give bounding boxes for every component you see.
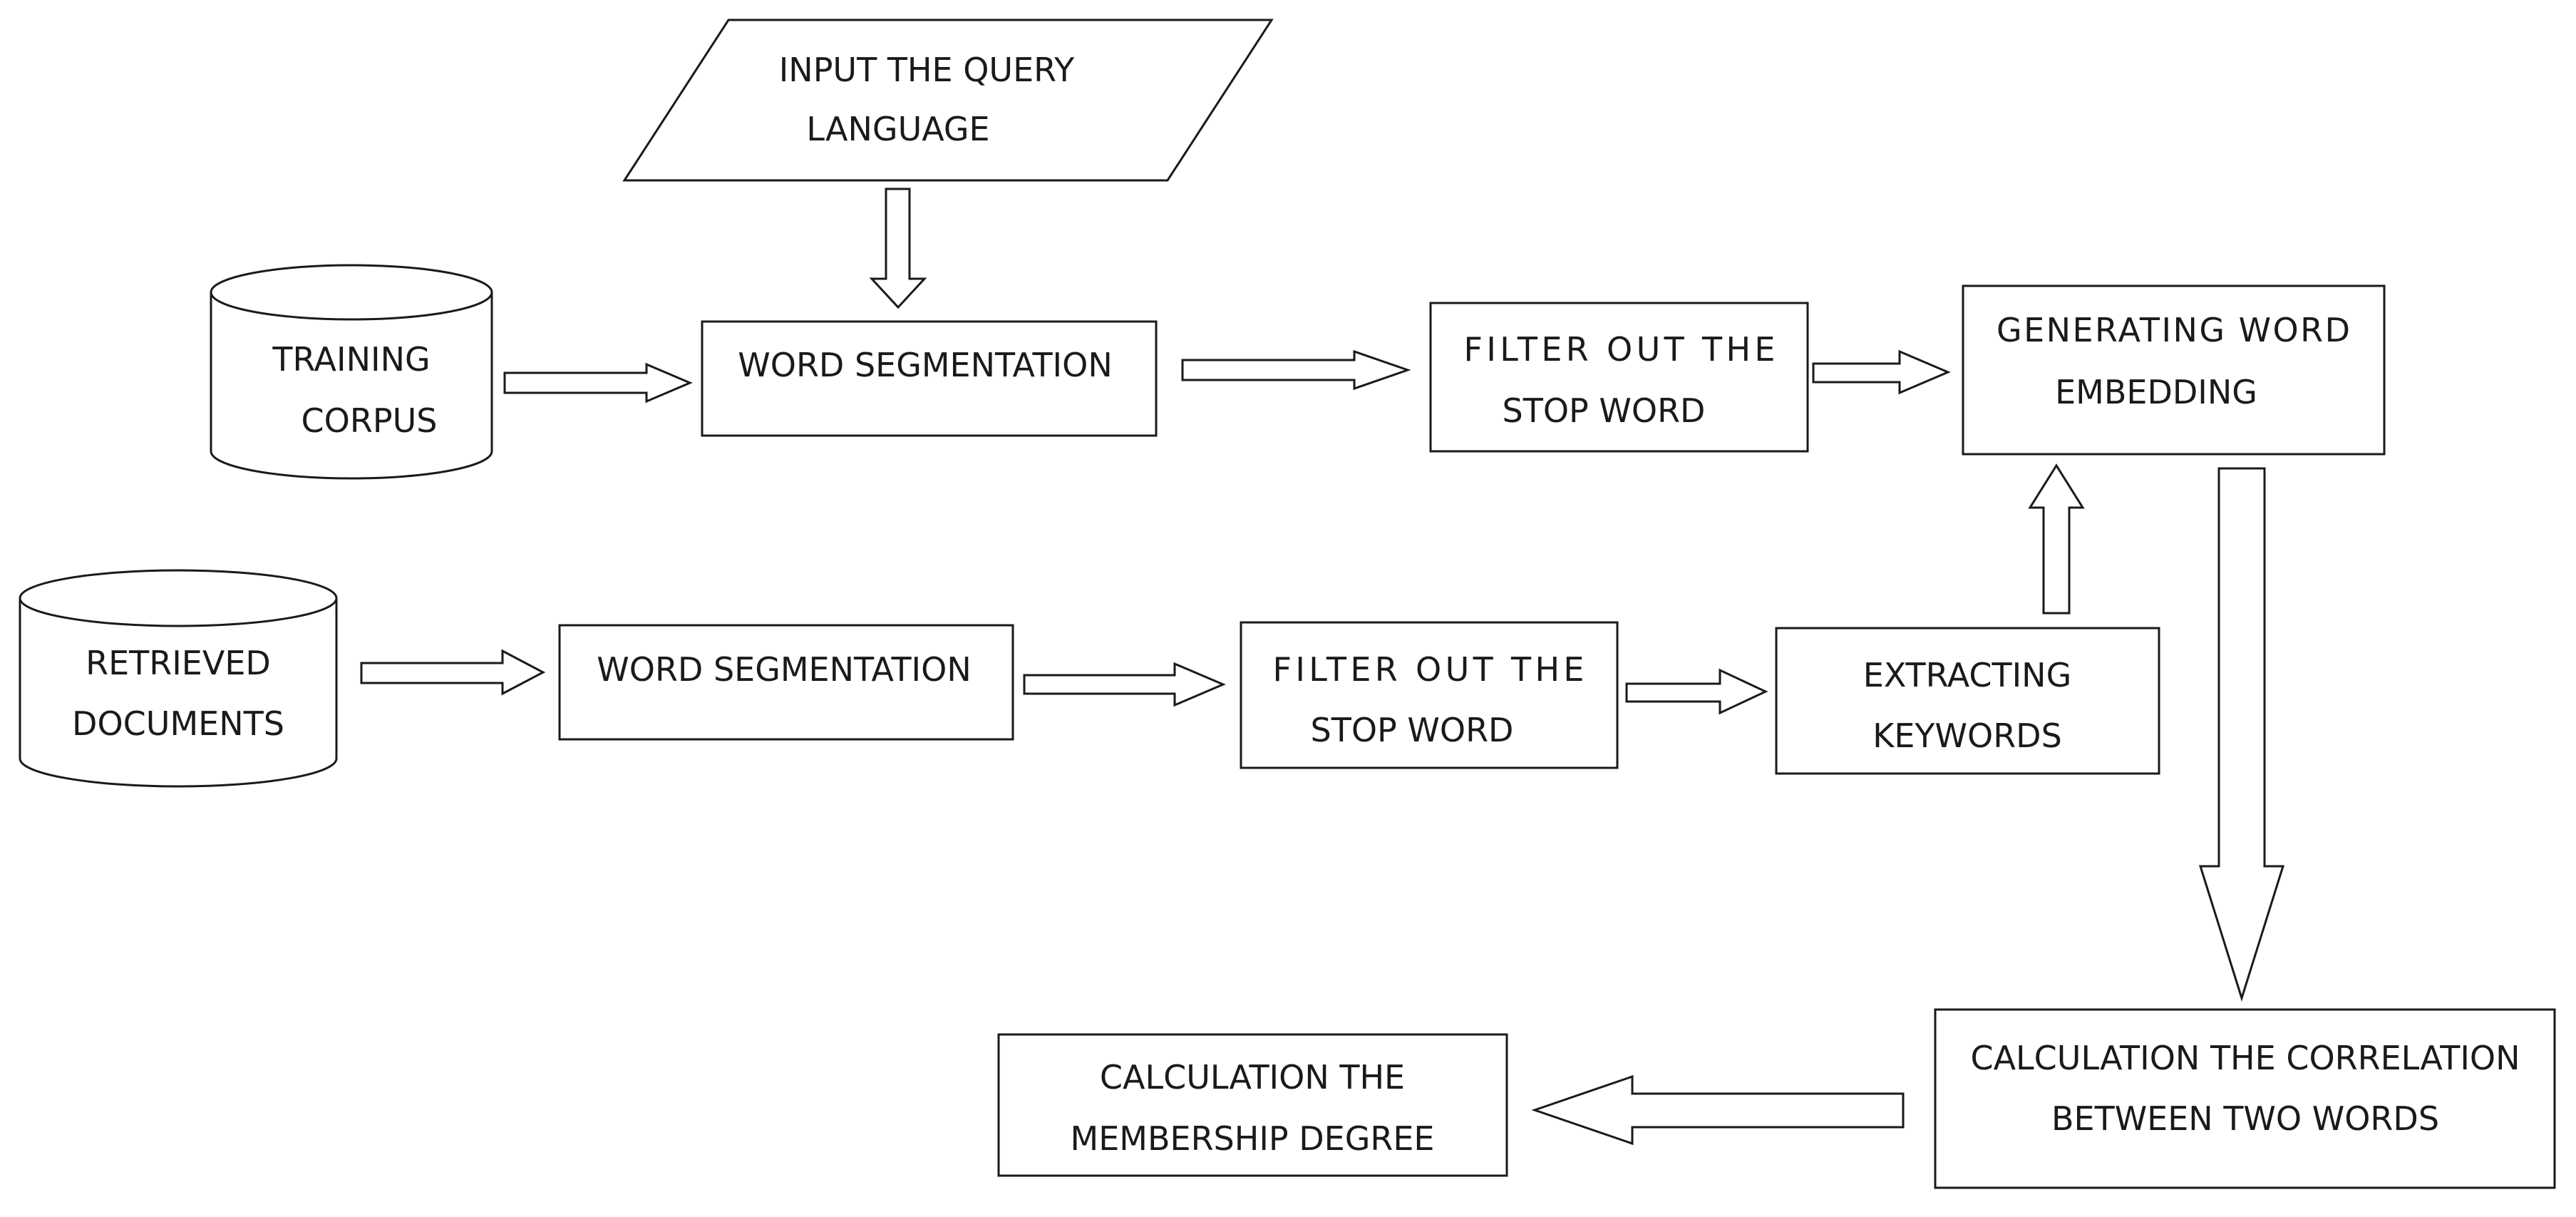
arrow-input-to-segmentation: [869, 188, 927, 309]
arrow-documents-to-segmentation: [360, 649, 546, 696]
extracting-keywords-line1: EXTRACTING: [1863, 656, 2071, 694]
arrow-corpus-to-segmentation: [503, 362, 693, 404]
filter-stop-word-top-line1: FILTER OUT THE: [1464, 330, 1776, 369]
arrow-embedding-to-correlation: [2198, 467, 2285, 1002]
calc-correlation-line1: CALCULATION THE CORRELATION: [1970, 1039, 2520, 1077]
extracting-keywords-line2: KEYWORDS: [1872, 717, 2062, 755]
filter-stop-word-top-line2: STOP WORD: [1503, 391, 1706, 430]
extracting-keywords-node: EXTRACTING KEYWORDS: [1775, 627, 2160, 775]
calc-correlation-line2: BETWEEN TWO WORDS: [2051, 1099, 2439, 1138]
filter-stop-word-top-node: FILTER OUT THE STOP WORD: [1429, 302, 1809, 453]
input-query-node: INPUT THE QUERY LANGUAGE: [622, 19, 1274, 182]
word-segmentation-top-label: WORD SEGMENTATION: [738, 346, 1112, 384]
generating-embedding-line1: GENERATING WORD: [1997, 311, 2350, 349]
filter-stop-word-bottom-line2: STOP WORD: [1311, 711, 1514, 749]
arrow-keywords-to-embedding: [2028, 463, 2085, 615]
training-corpus-line2: CORPUS: [302, 401, 438, 440]
retrieved-documents-database: RETRIEVED DOCUMENTS: [19, 569, 338, 788]
retrieved-documents-line1: RETRIEVED: [86, 644, 271, 682]
generating-embedding-line2: EMBEDDING: [2055, 373, 2257, 411]
training-corpus-database: TRAINING CORPUS: [210, 264, 493, 480]
arrow-correlation-to-membership: [1531, 1074, 1905, 1146]
arrow-segmentation-to-filter-top: [1181, 349, 1411, 391]
calc-membership-line1: CALCULATION THE: [1100, 1058, 1405, 1097]
arrow-filter-to-keywords-bottom: [1625, 668, 1768, 715]
filter-stop-word-bottom-line1: FILTER OUT THE: [1273, 650, 1585, 689]
generating-word-embedding-node: GENERATING WORD EMBEDDING: [1962, 284, 2386, 456]
calc-correlation-node: CALCULATION THE CORRELATION BETWEEN TWO …: [1934, 1008, 2556, 1189]
filter-stop-word-bottom-node: FILTER OUT THE STOP WORD: [1240, 621, 1619, 769]
input-query-line1: INPUT THE QUERY: [779, 51, 1075, 89]
arrow-filter-to-embedding-top: [1812, 349, 1951, 395]
word-segmentation-bottom-node: WORD SEGMENTATION: [558, 624, 1014, 741]
training-corpus-line1: TRAINING: [272, 340, 430, 379]
word-segmentation-top-node: WORD SEGMENTATION: [701, 320, 1158, 437]
calc-membership-line2: MEMBERSHIP DEGREE: [1071, 1119, 1435, 1158]
input-query-line2: LANGUAGE: [806, 110, 989, 148]
calc-membership-node: CALCULATION THE MEMBERSHIP DEGREE: [997, 1033, 1508, 1177]
word-segmentation-bottom-label: WORD SEGMENTATION: [597, 650, 971, 689]
retrieved-documents-line2: DOCUMENTS: [72, 704, 284, 743]
arrow-segmentation-to-filter-bottom: [1023, 662, 1226, 707]
